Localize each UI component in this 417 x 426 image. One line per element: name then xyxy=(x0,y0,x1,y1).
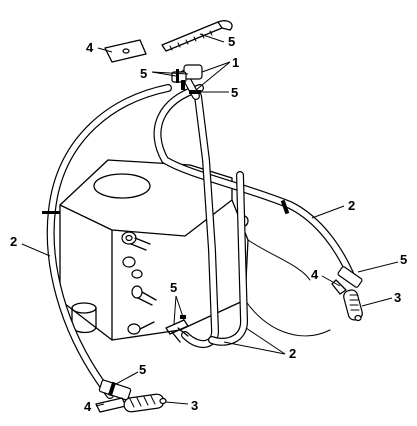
hose-clamp-right xyxy=(280,199,290,215)
callout-labels: 4 5 5 1 5 2 2 5 4 3 5 2 5 4 3 xyxy=(10,34,407,414)
callout-center-hoses: 2 xyxy=(289,346,296,361)
hose-clamp-left xyxy=(42,211,60,214)
clamp-plate-top xyxy=(104,39,147,63)
callout-bottom-end-fitting: 3 xyxy=(191,398,198,413)
bottom-end-assembly xyxy=(95,379,167,413)
tee-fitting-top xyxy=(171,64,203,94)
callout-center-clamps: 5 xyxy=(170,280,177,295)
filler-opening xyxy=(93,173,151,199)
callout-right-hose: 2 xyxy=(348,198,355,213)
tie-strap-top xyxy=(161,20,233,52)
hoses xyxy=(46,70,356,399)
right-end-assembly xyxy=(331,266,363,322)
leader-lines xyxy=(21,33,399,407)
callout-right-clamp-plate: 4 xyxy=(311,267,319,282)
callout-right-end-fitting: 3 xyxy=(394,290,401,305)
callout-top-clamp-pair: 5 xyxy=(140,66,147,81)
port-2 xyxy=(122,256,136,268)
port-3 xyxy=(131,285,143,299)
canister-top xyxy=(71,302,97,314)
callout-top-tie-strap: 5 xyxy=(228,34,235,49)
callout-right-clamp: 5 xyxy=(400,252,407,267)
callout-bottom-clamp: 5 xyxy=(139,362,146,377)
callout-top-clamp-plate: 4 xyxy=(86,40,94,55)
callout-left-hose: 2 xyxy=(10,234,17,249)
port-4 xyxy=(127,323,141,335)
callout-top-tee-fitting: 1 xyxy=(232,55,239,70)
tank-body xyxy=(59,159,331,341)
callout-bottom-clamp-plate: 4 xyxy=(84,399,92,414)
callout-top-right-clamp: 5 xyxy=(231,85,238,100)
